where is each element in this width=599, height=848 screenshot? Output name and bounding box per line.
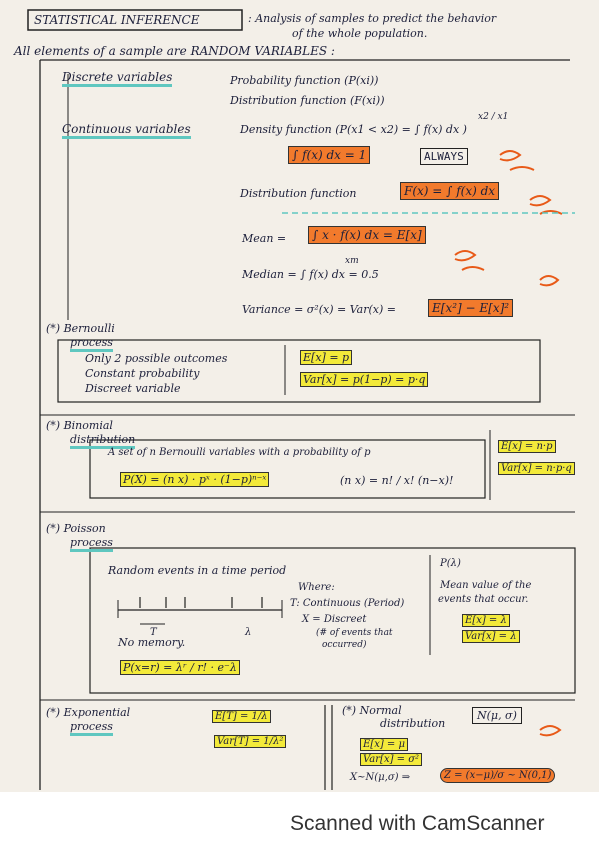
bernoulli-variance: Var[x] = p(1−p) = p·q (300, 372, 429, 387)
bernoulli-item: Constant probability (85, 367, 200, 380)
poisson-no-memory: No memory. (118, 636, 186, 649)
poisson-x-definition: X = Discreet (302, 614, 367, 625)
variance-formula: E[x²] − E[x]² (428, 299, 514, 317)
poisson-lambda-desc: Mean value of the (440, 580, 532, 591)
scanner-watermark: Scanned with CamScanner (290, 812, 545, 835)
poisson-t-definition: T: Continuous (Period) (290, 598, 405, 609)
normal-variance: Var[x] = σ² (360, 753, 423, 766)
margin-and-bracket-lines (27, 9, 576, 790)
poisson-lambda: P(λ) (440, 558, 461, 569)
binomial-pmf: P(X) = (n x) · pˣ · (1−p)ⁿ⁻ˣ (120, 472, 270, 487)
continuous-label: Continuous variables (62, 122, 191, 139)
definition-text-cont: of the whole population. (292, 27, 428, 40)
binomial-description: A set of n Bernoulli variables with a pr… (108, 447, 371, 458)
exponential-title-2: process (70, 720, 113, 736)
poisson-title-2: process (70, 536, 113, 552)
normal-title-2: distribution (380, 717, 446, 730)
poisson-title: (*) Poisson (46, 522, 106, 535)
poisson-lambda-desc-2: events that occur. (438, 594, 529, 605)
poisson-pmf: P(x=r) = λʳ / r! · e⁻λ (120, 660, 240, 675)
timeline-lambda-mark: λ (245, 627, 252, 638)
poisson-where: Where: (298, 582, 335, 593)
binomial-variance: Var[x] = n·p·q (498, 462, 575, 475)
median-formula: Median = ∫ f(x) dx = 0.5 (242, 268, 379, 281)
normal-notation: N(μ, σ) (472, 707, 522, 724)
poisson-x-definition-3: occurred) (322, 640, 367, 650)
discrete-label: Discrete variables (62, 70, 173, 87)
binomial-coefficient: (n x) = n! / x! (n−x)! (340, 474, 454, 487)
variance-label: Variance = σ²(x) = Var(x) = (242, 303, 396, 316)
discrete-dist-fn: Distribution function (F(xi)) (230, 94, 385, 107)
normal-title: (*) Normal (342, 704, 402, 717)
density-function: Density function (P(x1 < x2) = ∫ f(x) dx… (240, 123, 467, 136)
poisson-x-definition-2: (# of events that (316, 628, 393, 638)
timeline-t-mark: T (150, 627, 157, 638)
intro-text: All elements of a sample are RANDOM VARI… (14, 44, 335, 58)
distribution-function-formula: F(x) = ∫ f(x) dx (400, 182, 500, 200)
page-title: STATISTICAL INFERENCE (34, 13, 200, 27)
normal-standardize: X~N(μ,σ) ⇒ (350, 772, 411, 783)
mean-label: Mean = (242, 232, 287, 245)
exponential-title: (*) Exponential (46, 706, 131, 719)
binomial-title: (*) Binomial (46, 419, 113, 432)
normal-z-score: Z = (x−μ)/σ ~ N(0,1) (440, 768, 556, 783)
binomial-expectation: E[x] = n·p (498, 440, 556, 453)
integral-equals-one: ∫ f(x) dx = 1 (288, 146, 371, 164)
poisson-variance: Var[x] = λ (462, 630, 520, 643)
definition-text: : Analysis of samples to predict the beh… (248, 12, 497, 25)
discrete-prob-fn: Probability function (P(xi)) (230, 74, 379, 87)
bernoulli-title-2: process (70, 336, 113, 352)
median-limit: xm (345, 256, 359, 266)
mean-formula: ∫ x · f(x) dx = E[x] (308, 226, 426, 244)
exponential-variance: Var[T] = 1/λ² (214, 735, 287, 748)
bernoulli-expectation: E[x] = p (300, 350, 353, 365)
density-limits: x2 / x1 (478, 112, 509, 122)
notebook-page: STATISTICAL INFERENCE : Analysis of samp… (0, 0, 599, 792)
binomial-title-2: distribution (70, 433, 136, 449)
distribution-function-label: Distribution function (240, 187, 357, 200)
bernoulli-title: (*) Bernoulli (46, 322, 115, 335)
bernoulli-item: Discreet variable (85, 382, 181, 395)
poisson-description: Random events in a time period (108, 564, 287, 577)
bernoulli-item: Only 2 possible outcomes (85, 352, 228, 365)
normal-expectation: E[x] = μ (360, 738, 408, 751)
poisson-expectation: E[x] = λ (462, 614, 510, 627)
always-badge: ALWAYS (420, 148, 468, 165)
exponential-expectation: E[T] = 1/λ (212, 710, 271, 723)
